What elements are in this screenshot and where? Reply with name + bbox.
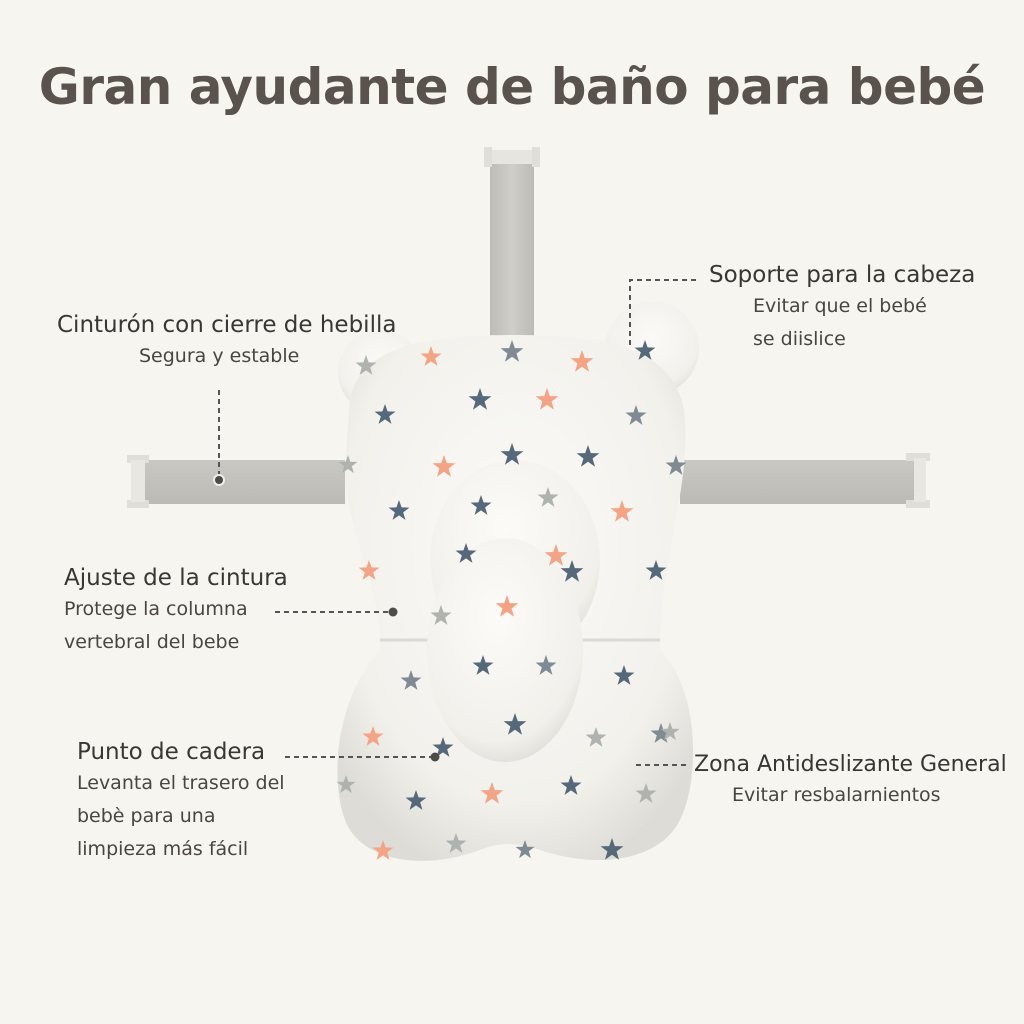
- feature-desc-line: Protege la columna: [64, 598, 248, 620]
- top-strap: [484, 147, 540, 340]
- leader-dots: [213, 474, 440, 762]
- feature-desc-line: limpieza más fácil: [77, 838, 249, 860]
- feature-desc-line: Levanta el trasero del: [77, 772, 285, 794]
- feature-desc-line: vertebral del bebe: [64, 631, 240, 653]
- feature-buckle-belt: Cinturón con cierre de hebilla Segura y …: [57, 312, 396, 373]
- feature-waist-adjust: Ajuste de la cintura Protege la columna …: [64, 565, 288, 659]
- feature-head-support: Soporte para la cabeza Evitar que el beb…: [709, 262, 975, 356]
- feature-desc-line: se diislice: [753, 328, 846, 350]
- leader-lines: [218, 279, 700, 766]
- head-support-leader: [629, 279, 700, 345]
- feature-desc-line: Evitar que el bebé: [753, 295, 927, 317]
- right-strap: [680, 453, 930, 508]
- feature-desc-line: Segura y estable: [139, 345, 300, 367]
- feature-desc-line: Evitar resbalarnientos: [732, 784, 941, 806]
- feature-title: Zona Antideslizante General: [694, 752, 1007, 777]
- feature-anti-slip: Zona Antideslizante General Evitar resba…: [694, 752, 1007, 812]
- feature-title: Punto de cadera: [77, 739, 266, 765]
- feature-title: Cinturón con cierre de hebilla: [57, 312, 397, 338]
- page-title: Gran ayudante de baño para bebé: [38, 58, 986, 116]
- feature-desc-line: bebè para una: [77, 805, 216, 827]
- feature-hip-point: Punto de cadera Levanta el trasero del b…: [77, 739, 285, 866]
- feature-title: Soporte para la cabeza: [709, 262, 976, 288]
- feature-title: Ajuste de la cintura: [64, 565, 288, 591]
- left-strap: [127, 455, 345, 508]
- center-pillow: [427, 538, 583, 762]
